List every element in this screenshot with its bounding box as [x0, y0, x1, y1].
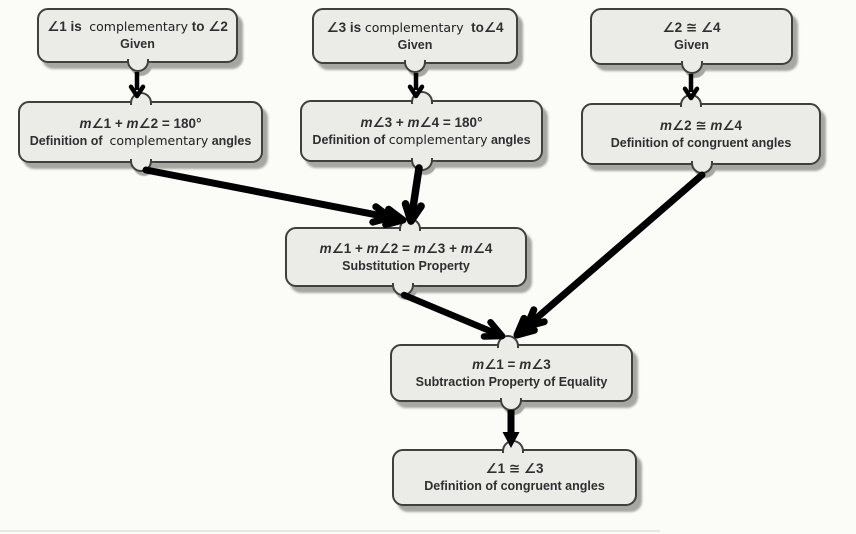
connector-notch: [501, 440, 524, 453]
arrow-defcong-to-subtraction: [513, 171, 706, 339]
proof-box-def-complementary-1: m∠1 + m∠2 = 180° Definition of complemen…: [18, 92, 263, 172]
proof-box-def-complementary-2: m∠3 + m∠4 = 180° Definition of complemen…: [300, 91, 543, 171]
connector-notch: [680, 94, 702, 107]
reason-text: Given: [397, 37, 433, 52]
statement-text: m∠1 = m∠3: [472, 356, 551, 372]
connector-notch: [129, 92, 152, 105]
proof-box-def-congruent-1-3: ∠1 ≅ ∠3 Definition of congruent angles: [392, 440, 637, 506]
page-edge-line: [0, 530, 660, 532]
reason-text: Given: [674, 38, 709, 53]
reason-text: Substitution Property: [342, 258, 470, 273]
connector-notch: [392, 283, 414, 296]
arrow-def1-to-substitution: [142, 166, 407, 229]
statement-text: ∠1 ≅ ∠3: [485, 461, 544, 477]
reason-text: Subtraction Property of Equality: [415, 374, 608, 389]
arrow-substitution-to-subtraction: [400, 291, 506, 340]
connector-notch: [410, 158, 433, 171]
proof-box-subtraction: m∠1 = m∠3 Subtraction Property of Equali…: [390, 335, 633, 411]
connector-notch: [126, 59, 149, 72]
reason-text: Definition of complementary angles: [312, 131, 531, 147]
statement-text: m∠1 + m∠2 = m∠3 + m∠4: [319, 240, 493, 256]
proof-box-def-congruent-2-4: m∠2 ≅ m∠4 Definition of congruent angles: [581, 94, 821, 174]
statement-text: ∠1 is complementary to ∠2: [47, 19, 228, 35]
proof-box-substitution: m∠1 + m∠2 = m∠3 + m∠4 Substitution Prope…: [285, 218, 527, 296]
connector-notch: [680, 61, 703, 74]
arrow-def2-to-substitution: [401, 164, 425, 225]
reason-text: Definition of congruent angles: [424, 479, 605, 494]
proof-box-given-2: ∠3 is complementary to∠4 Given: [312, 8, 518, 73]
connector-notch: [410, 91, 433, 104]
proof-box-given-1: ∠1 is complementary to ∠2 Given: [37, 8, 238, 72]
connector-notch: [129, 159, 152, 172]
connector-notch: [499, 398, 522, 411]
statement-text: ∠3 is complementary to∠4: [326, 19, 504, 35]
reason-text: Definition of complementary angles: [29, 132, 252, 148]
connector-notch: [404, 60, 426, 73]
reason-text: Given: [120, 37, 155, 52]
statement-text: m∠1 + m∠2 = 180°: [79, 115, 202, 131]
connector-notch: [399, 218, 421, 231]
statement-text: ∠2 ≅ ∠4: [662, 20, 721, 36]
connector-notch: [691, 161, 713, 174]
statement-text: m∠3 + m∠4 = 180°: [360, 114, 483, 130]
proof-box-given-3: ∠2 ≅ ∠4 Given: [590, 8, 793, 74]
reason-text: Definition of congruent angles: [610, 135, 792, 150]
statement-text: m∠2 ≅ m∠4: [659, 117, 743, 133]
connector-notch: [496, 335, 519, 348]
